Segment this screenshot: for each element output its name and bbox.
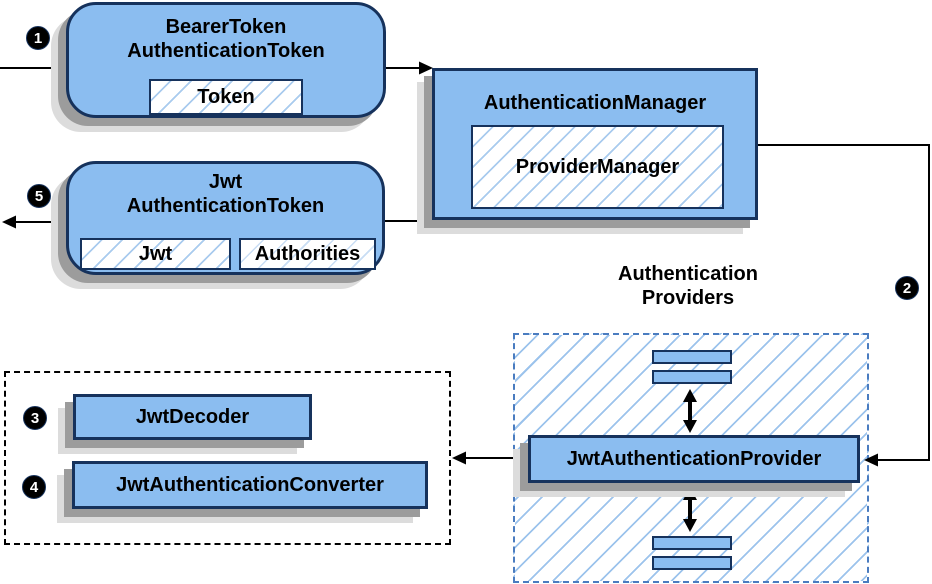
arrowhead-step2: [864, 453, 878, 467]
provider-placeholder-bar: [652, 370, 732, 384]
authentication-manager-node: AuthenticationManager ProviderManager: [432, 68, 758, 220]
authentication-providers-label-line2: Providers: [641, 287, 735, 309]
authorities-field-label: Authorities: [254, 242, 361, 265]
step-2-badge: 2: [895, 276, 919, 300]
authorities-field: Authorities: [239, 238, 376, 270]
authentication-providers-label: Authentication Providers: [563, 262, 813, 310]
token-field: Token: [149, 79, 303, 115]
double-arrow-top-up-head: [683, 389, 697, 402]
jwt-authentication-provider-node: JwtAuthenticationProvider: [528, 435, 860, 483]
bearer-token-node-title: BearerToken AuthenticationToken: [69, 15, 383, 63]
provider-placeholder-bar: [652, 556, 732, 570]
step-4-badge: 4: [22, 475, 46, 499]
double-arrow-bottom-down-head: [683, 519, 697, 532]
provider-placeholder-bar: [652, 350, 732, 364]
bearer-token-title-line1: BearerToken: [165, 16, 287, 38]
step-5-badge: 5: [27, 184, 51, 208]
jwt-authentication-converter-label: JwtAuthenticationConverter: [116, 474, 384, 496]
double-arrow-top-down-head: [683, 420, 697, 433]
provider-manager-label: ProviderManager: [515, 155, 680, 178]
provider-manager-box: ProviderManager: [471, 125, 724, 209]
jwt-authentication-converter-node: JwtAuthenticationConverter: [72, 461, 428, 509]
jwt-authentication-token-node: Jwt AuthenticationToken Jwt Authorities: [66, 161, 385, 275]
jwt-authentication-provider-label: JwtAuthenticationProvider: [566, 448, 822, 470]
arrowhead-provider-to-decoder-group: [452, 451, 466, 465]
jwt-token-node-title: Jwt AuthenticationToken: [69, 170, 382, 218]
arrowhead-step5-outgoing: [2, 215, 16, 229]
jwt-decoder-label: JwtDecoder: [135, 406, 250, 428]
double-arrow-bottom-up-head: [683, 487, 697, 500]
step-3-badge: 3: [23, 406, 47, 430]
jwt-token-title-line1: Jwt: [208, 171, 243, 193]
bearer-token-authentication-token-node: BearerToken AuthenticationToken Token: [66, 2, 386, 118]
jwt-token-title-line2: AuthenticationToken: [126, 195, 325, 217]
arrowhead-bearer-to-manager: [419, 61, 433, 75]
decoder-converter-group: [4, 371, 451, 545]
authentication-providers-label-line1: Authentication: [618, 263, 758, 285]
jwt-field: Jwt: [80, 238, 231, 270]
token-field-label: Token: [197, 85, 255, 108]
provider-placeholder-bar: [652, 536, 732, 550]
step-1-badge: 1: [26, 26, 50, 50]
jwt-field-label: Jwt: [138, 242, 173, 265]
bearer-token-title-line2: AuthenticationToken: [127, 40, 325, 62]
jwt-decoder-node: JwtDecoder: [73, 394, 312, 440]
arrow-step2-path: [758, 144, 930, 461]
authentication-manager-title: AuthenticationManager: [483, 92, 707, 114]
